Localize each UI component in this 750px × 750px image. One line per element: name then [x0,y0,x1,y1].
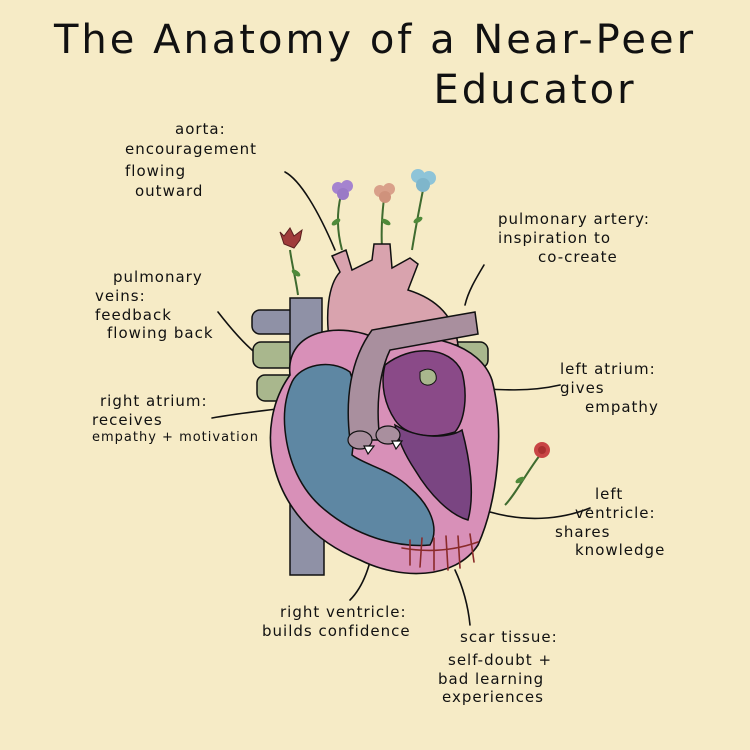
label-left-atrium-line2: empathy [585,397,659,416]
leader-aorta [284,171,336,251]
red-rose-flower [279,227,303,249]
label-aorta-line3: outward [135,182,204,200]
red-flower [534,442,550,458]
label-scar-tissue-line1: self-doubt + [448,650,553,669]
label-aorta-body: encouragement [125,140,257,159]
label-pulmonary-artery-line1: inspiration to [498,228,612,247]
label-scar-tissue-line2: bad learning [438,669,545,688]
label-left-ventricle-line2: shares [555,522,611,541]
peach-flower [374,183,395,203]
label-pulmonary-artery: pulmonary artery: inspiration to co-crea… [498,210,650,266]
label-left-atrium-heading: left atrium: [560,360,656,378]
label-pulmonary-veins: pulmonary veins: feedback flowing back [95,268,214,343]
label-pulmonary-veins-line3: flowing back [107,324,214,343]
left-atrium-chamber [382,350,466,437]
label-aorta-heading: aorta: [175,120,226,138]
leader-pulmonary-artery [464,264,485,306]
label-pulmonary-artery-heading: pulmonary artery: [498,210,650,228]
left-ventricle-chamber [393,423,473,521]
scar-tissue [401,533,479,571]
label-left-ventricle-line3: knowledge [575,541,666,560]
label-right-atrium-line1: receives [92,410,163,429]
label-left-ventricle: left ventricle: shares knowledge [555,485,666,560]
label-aorta-line1: encouragement [125,140,258,158]
label-pulmonary-artery-line2: co-create [538,247,618,266]
heart-valves [347,425,404,456]
label-right-atrium-heading: right atrium: [100,392,208,410]
page-title: The Anatomy of a Near-Peer [53,17,697,63]
label-scar-tissue: scar tissue: self-doubt + bad learning e… [438,628,558,707]
label-left-ventricle-line1: ventricle: [575,503,656,522]
label-scar-tissue-line3: experiences [442,688,544,707]
label-aorta-body3: outward [135,182,203,201]
label-right-ventricle: right ventricle: builds confidence [262,603,411,641]
label-right-ventricle-line1: builds confidence [262,621,411,640]
leader-left-ventricle [489,507,591,520]
label-right-atrium-line2: empathy + motivation [92,429,259,445]
label-aorta: aorta: [175,120,226,139]
label-left-atrium: left atrium: gives empathy [560,360,659,416]
page-title-line2: Educator [433,67,637,113]
label-right-atrium: right atrium: receives empathy + motivat… [92,392,259,446]
leader-scar-tissue [454,569,471,626]
label-left-ventricle-heading: left [595,485,624,503]
label-pulmonary-veins-line2: feedback [95,305,172,324]
label-pulmonary-veins-heading: pulmonary [113,268,203,286]
blue-flower [411,169,436,192]
label-left-atrium-line1: gives [560,378,605,397]
label-aorta-line2: flowing [125,162,187,180]
label-pulmonary-veins-line1: veins: [95,286,146,305]
label-scar-tissue-heading: scar tissue: [460,628,558,646]
pulmonary-artery [347,311,479,441]
purple-flower [332,180,353,200]
label-aorta-body2: flowing [125,162,186,181]
label-right-ventricle-heading: right ventricle: [280,603,407,621]
